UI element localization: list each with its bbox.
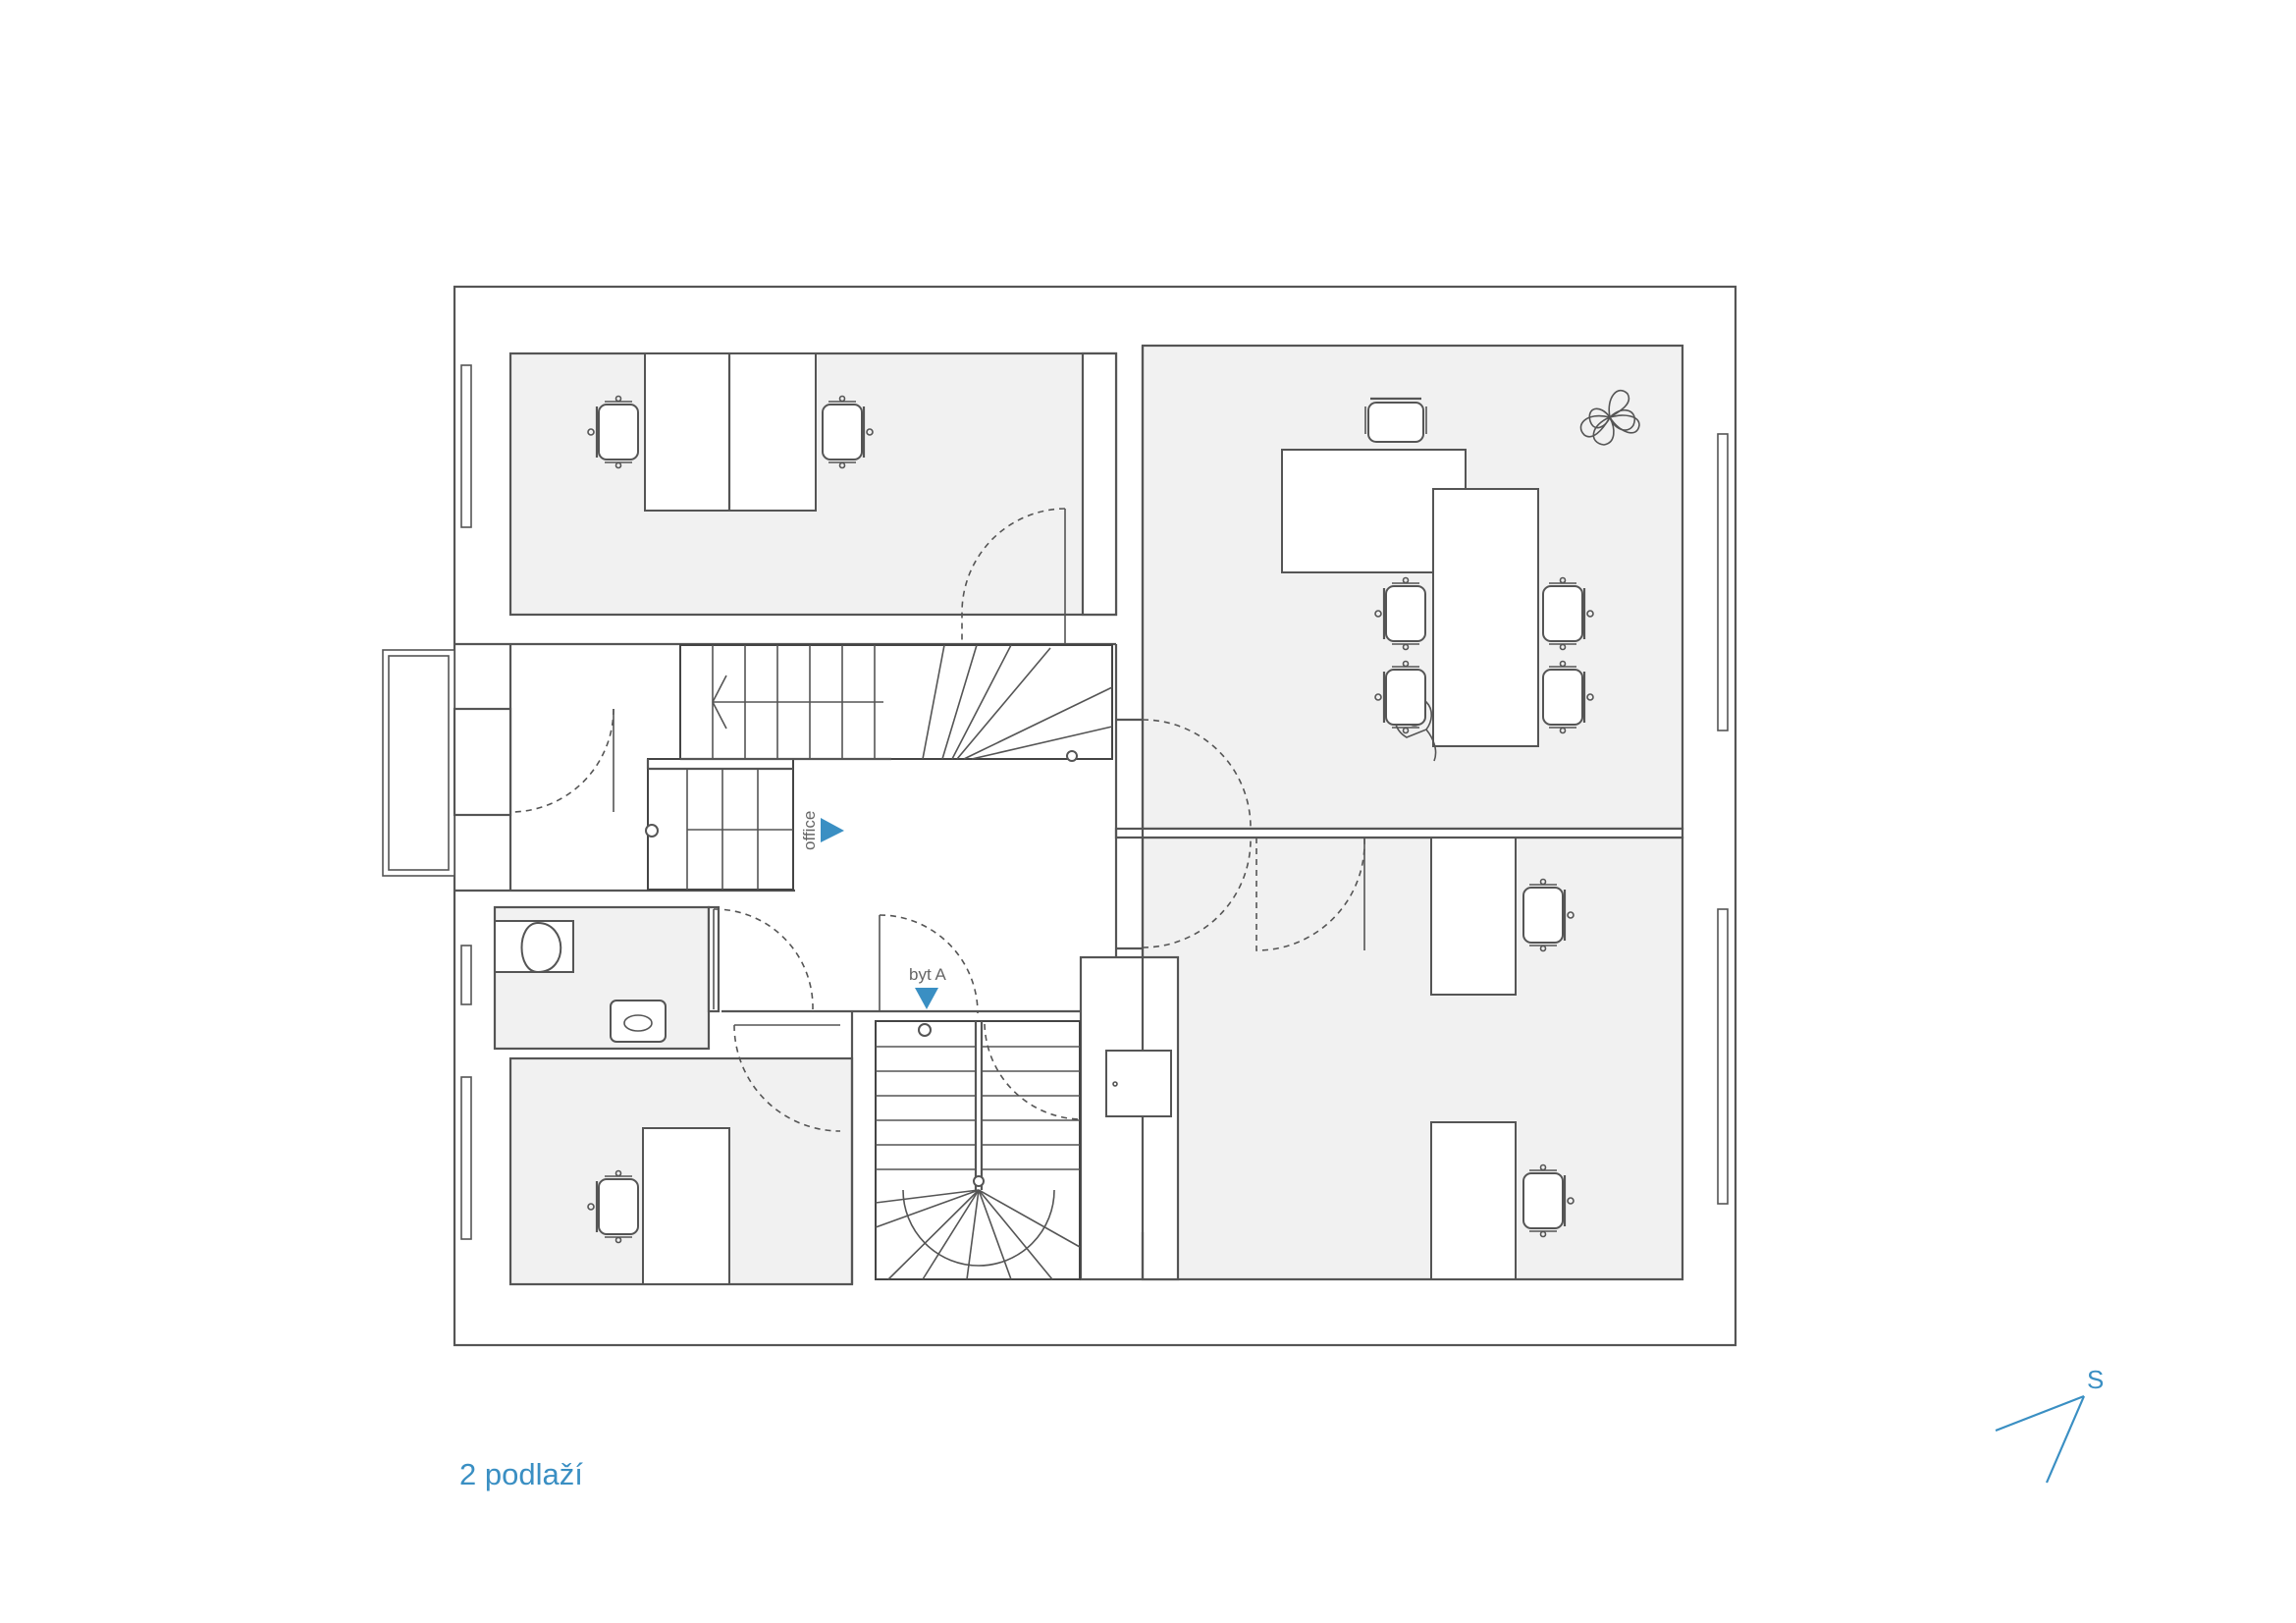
room-bottom-right xyxy=(1079,836,1684,1281)
chair-seat xyxy=(598,1178,639,1235)
chair-icon xyxy=(587,1169,639,1244)
chair-wheel xyxy=(838,395,846,403)
stair-post xyxy=(918,1023,932,1037)
chair-wheel xyxy=(1402,727,1410,734)
chair-wheel xyxy=(1374,693,1382,701)
chair-wheel xyxy=(838,461,846,469)
stair-post xyxy=(645,824,659,838)
chair-wheel xyxy=(614,1236,622,1244)
stair-tread xyxy=(922,644,945,760)
chair-icon xyxy=(1374,660,1426,734)
door-swings xyxy=(509,508,1365,1132)
chair-wheel xyxy=(1374,610,1382,618)
chair-wheel xyxy=(587,428,595,436)
compass-icon: S xyxy=(1995,1365,2104,1484)
chair-seat xyxy=(1542,669,1583,726)
chair-wheel xyxy=(866,428,874,436)
stair-walkline xyxy=(902,1189,1055,1267)
stair-tread xyxy=(941,644,978,760)
stair-tread xyxy=(875,1189,980,1228)
plant-icon xyxy=(1579,389,1640,446)
chair-wheel xyxy=(1567,1197,1575,1205)
chair-icon xyxy=(1522,878,1575,952)
stair-tread xyxy=(963,686,1113,760)
chair-icon xyxy=(1542,660,1594,734)
stair-tread xyxy=(971,726,1113,760)
partition-wall xyxy=(1114,827,1684,839)
chair-wheel xyxy=(1539,1230,1547,1238)
chair-wheel xyxy=(1402,576,1410,584)
chair-icon xyxy=(1522,1163,1575,1238)
stair-tread xyxy=(922,1189,980,1280)
chair-wheel xyxy=(1586,693,1594,701)
chair-wheel xyxy=(1559,576,1567,584)
chair-icon xyxy=(822,395,874,469)
chair-icon xyxy=(1364,397,1427,443)
stair-tread xyxy=(951,644,1012,760)
chair-wheel xyxy=(1586,610,1594,618)
staircase-lower xyxy=(875,1020,1081,1280)
office-label: office xyxy=(800,811,819,850)
chair-wheel xyxy=(1539,878,1547,886)
sink xyxy=(610,1000,667,1043)
desk xyxy=(642,1127,730,1285)
chair-wheel xyxy=(1559,660,1567,668)
apartment-entry-marker xyxy=(915,988,938,1009)
chair-icon xyxy=(587,395,639,469)
chair-wheel xyxy=(614,1169,622,1177)
chair-wheel xyxy=(1402,660,1410,668)
windows-right xyxy=(1717,433,1729,1205)
chair-wheel xyxy=(1539,945,1547,952)
chair-wheel xyxy=(1539,1163,1547,1171)
kitchen-unit xyxy=(1105,1050,1172,1117)
chair-wheel xyxy=(614,461,622,469)
chair-wheel xyxy=(614,395,622,403)
chair-seat xyxy=(822,404,863,460)
chair-seat xyxy=(598,404,639,460)
stair-tread xyxy=(956,647,1051,760)
chair-icon xyxy=(1542,576,1594,651)
chair-seat xyxy=(1385,669,1426,726)
balcony xyxy=(382,649,455,877)
stair-tread xyxy=(978,1189,1081,1248)
chair-seat xyxy=(1385,585,1426,642)
windows-left xyxy=(460,364,472,1240)
wc-room xyxy=(493,905,721,1051)
meeting-table-extension xyxy=(1432,488,1539,747)
stair-tread xyxy=(875,1189,980,1204)
chair-wheel xyxy=(1559,643,1567,651)
chair-wheel xyxy=(1567,911,1575,919)
chair-icon xyxy=(1374,576,1426,651)
chair-seat xyxy=(1522,1172,1564,1229)
desk xyxy=(1430,837,1517,996)
office-entry-marker xyxy=(821,818,844,842)
stair-tread xyxy=(978,1189,1053,1280)
compass-letter: S xyxy=(2087,1365,2104,1394)
chair-seat xyxy=(1367,402,1424,443)
stair-arrow xyxy=(712,675,727,730)
chair-wheel xyxy=(587,1203,595,1211)
chair-seat xyxy=(1542,585,1583,642)
room-top-left xyxy=(508,352,1118,617)
chairs xyxy=(587,395,1594,1244)
stair-post xyxy=(973,1175,985,1187)
floor-title: 2 podlaží xyxy=(459,1457,583,1491)
desk xyxy=(1430,1121,1517,1280)
apartment-label: byt A xyxy=(909,965,946,984)
chair-seat xyxy=(1522,887,1564,944)
stair-post xyxy=(1066,750,1078,762)
chair-wheel xyxy=(1402,643,1410,651)
stair-treads xyxy=(645,644,1113,1280)
chair-wheel xyxy=(1559,727,1567,734)
stair-tread xyxy=(887,1189,980,1280)
stair-tread xyxy=(978,1189,1012,1280)
room-bottom-left xyxy=(508,1056,854,1286)
